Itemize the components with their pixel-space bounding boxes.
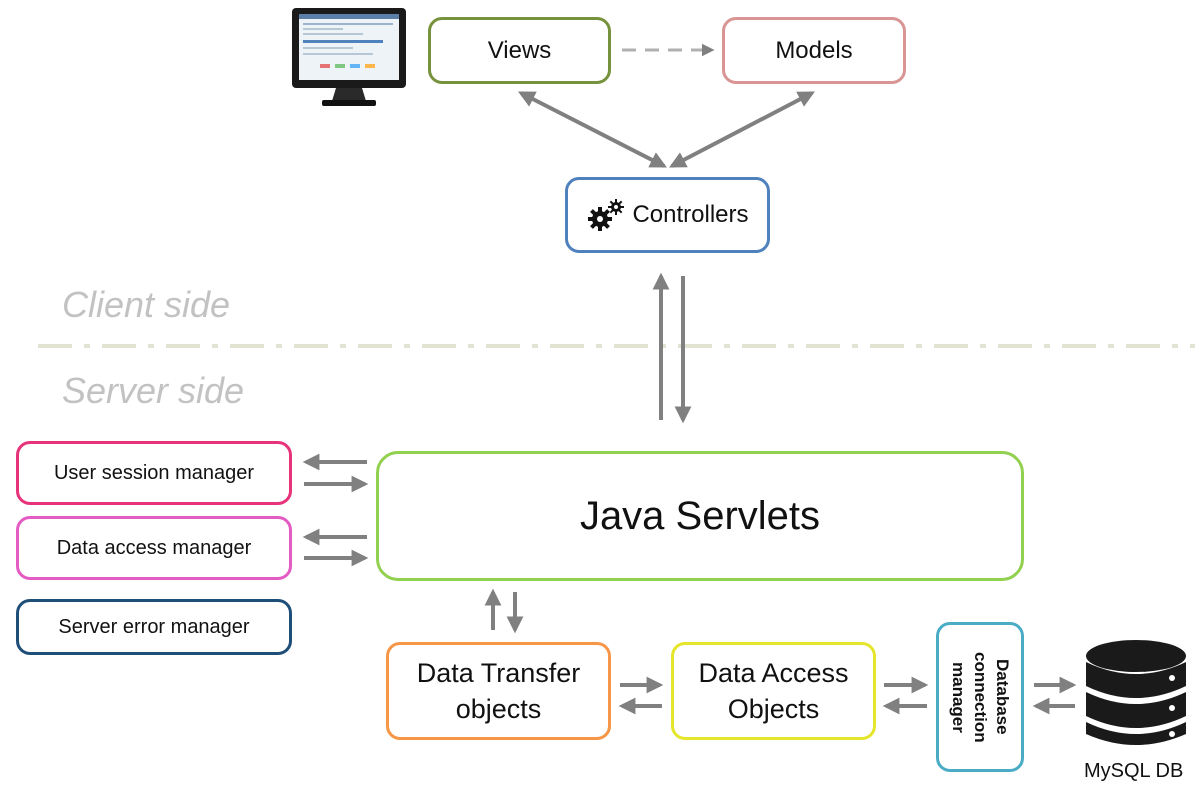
data-access-manager-label: Data access manager: [56, 536, 252, 559]
server-error-manager-box[interactable]: Server error manager: [16, 599, 292, 655]
data-access-objects-box[interactable]: Data Access Objects: [671, 642, 876, 740]
server-side-label: Server side: [62, 370, 245, 411]
views-controllers-arrow: [518, 91, 667, 168]
server-error-manager-label: Server error manager: [58, 615, 250, 638]
database-connection-manager-box[interactable]: Database connection manager: [936, 622, 1024, 772]
data-transfer-objects-box[interactable]: Data Transfer objects: [386, 642, 611, 740]
gears-icon: [588, 199, 625, 231]
java-servlets-label: Java Servlets: [579, 493, 821, 538]
controllers-box[interactable]: Controllers: [565, 177, 770, 253]
mysql-db-label: MySQL DB: [1084, 760, 1184, 782]
controllers-label: Controllers: [632, 201, 749, 228]
db-manager-line3: manager: [949, 661, 968, 733]
dao-label-line1: Data Access: [698, 658, 849, 688]
user-session-manager-box[interactable]: User session manager: [16, 441, 292, 505]
dao-label-line2: Objects: [727, 694, 820, 724]
models-controllers-arrow: [669, 91, 815, 168]
monitor-icon: [292, 8, 406, 106]
user-session-manager-label: User session manager: [53, 461, 255, 484]
data-access-manager-box[interactable]: Data access manager: [16, 516, 292, 580]
dto-label-line2: objects: [455, 694, 542, 724]
models-box[interactable]: Models: [722, 17, 906, 84]
views-label: Views: [487, 36, 552, 64]
models-label: Models: [775, 36, 853, 64]
views-box[interactable]: Views: [428, 17, 611, 84]
java-servlets-box[interactable]: Java Servlets: [376, 451, 1024, 581]
database-icon: [1086, 640, 1186, 745]
db-manager-line1: Database: [993, 659, 1012, 735]
db-manager-line2: connection: [971, 651, 990, 743]
db-manager-label: Database connection manager: [947, 652, 1013, 743]
dto-label-line1: Data Transfer: [416, 658, 581, 688]
client-side-label: Client side: [62, 284, 231, 325]
